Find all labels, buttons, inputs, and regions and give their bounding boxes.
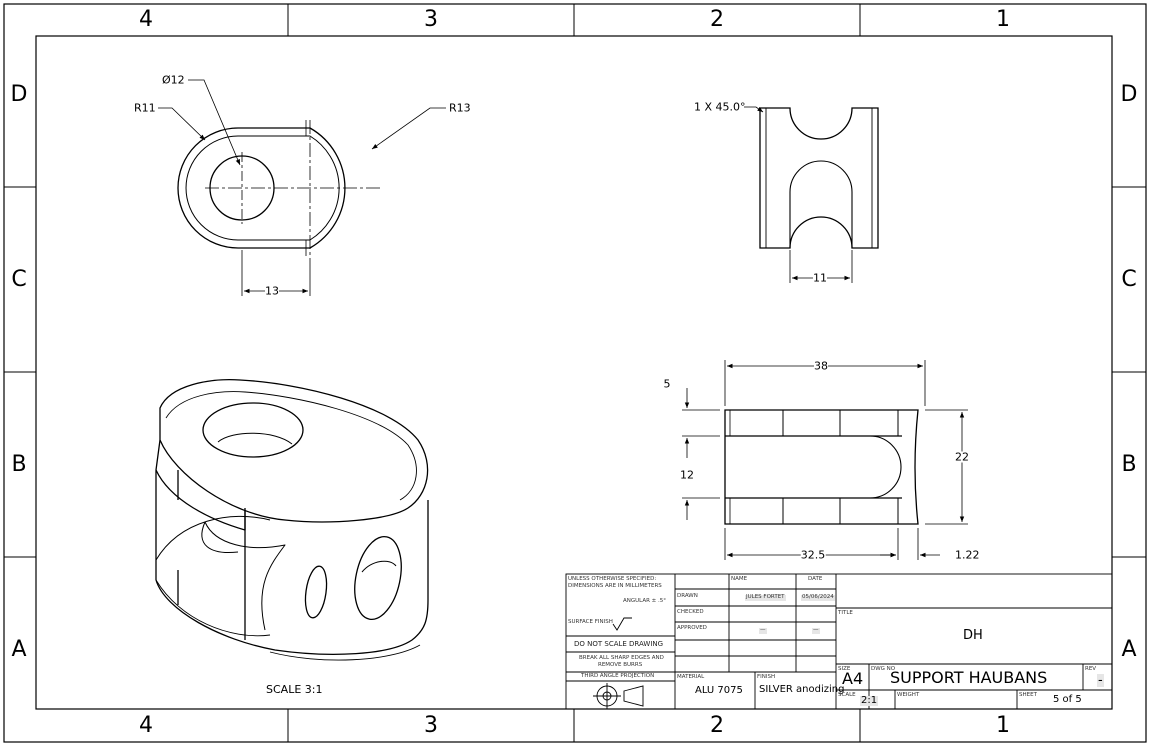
angular-tolerance: ANGULAR ± .5° xyxy=(623,598,667,604)
sheet-label: SHEET xyxy=(1019,692,1037,698)
front-view xyxy=(724,409,919,525)
checked-label: CHECKED xyxy=(677,609,704,615)
isometric-view xyxy=(155,379,429,661)
zone-row-b-left: B xyxy=(11,452,27,477)
sheet-size: A4 xyxy=(842,669,864,688)
dimension-12: 12 xyxy=(680,468,694,482)
dimension-1-22: 1.22 xyxy=(955,548,980,562)
zone-col-2-top: 2 xyxy=(710,7,724,32)
zone-row-a-right: A xyxy=(1121,637,1137,662)
zone-row-b-right: B xyxy=(1121,452,1137,477)
revision-label: REV xyxy=(1085,666,1097,672)
zone-col-2-bottom: 2 xyxy=(710,713,724,738)
scale-label: SCALE xyxy=(838,692,856,698)
material-value: ALU 7075 xyxy=(695,685,743,696)
diameter-12-callout: Ø12 xyxy=(162,73,185,87)
material-label: MATERIAL xyxy=(677,674,705,680)
do-not-scale-note: DO NOT SCALE DRAWING xyxy=(574,640,664,648)
third-angle-label: THIRD ANGLE PROJECTION xyxy=(581,673,655,679)
title-label: TITLE xyxy=(838,610,853,616)
dimension-22: 22 xyxy=(955,450,969,464)
finish-value: SILVER anodizing xyxy=(759,684,845,695)
tolerance-note-line-1: UNLESS OTHERWISE SPECIFIED: xyxy=(568,576,657,582)
approved-label: APPROVED xyxy=(677,625,707,631)
title-block-grid xyxy=(565,573,1113,710)
date-header: DATE xyxy=(808,576,823,582)
zone-col-4-top: 4 xyxy=(139,7,153,32)
radius-13-callout: R13 xyxy=(449,101,471,115)
break-edges-note-2: REMOVE BURRS xyxy=(598,662,643,668)
dimension-32-5: 32.5 xyxy=(800,548,826,562)
surface-finish-label: SURFACE FINISH xyxy=(568,619,613,625)
dimension-5: 5 xyxy=(663,377,671,391)
zone-row-c-right: C xyxy=(1121,267,1137,292)
drawn-date: 05/06/2024 xyxy=(801,594,835,601)
drawn-label: DRAWN xyxy=(677,593,698,599)
zone-col-3-bottom: 3 xyxy=(424,713,438,738)
top-view-dimensions xyxy=(158,79,446,296)
zone-col-1-bottom: 1 xyxy=(996,713,1010,738)
drawn-name: JULES FORTET xyxy=(745,594,786,601)
drawing-title: DH xyxy=(963,628,983,643)
approved-date: — xyxy=(812,627,820,634)
dimension-11: 11 xyxy=(813,271,827,285)
zone-row-c-left: C xyxy=(11,267,27,292)
side-view xyxy=(759,107,879,249)
zone-row-d-right: D xyxy=(1120,82,1138,107)
radius-11-callout: R11 xyxy=(134,101,156,115)
scale-value: 2:1 xyxy=(860,695,879,706)
weight-label: WEIGHT xyxy=(897,692,920,698)
zone-row-d-left: D xyxy=(10,82,28,107)
revision-value: - xyxy=(1097,673,1104,688)
name-header: NAME xyxy=(731,576,748,582)
tolerance-note-line-2: DIMENSIONS ARE IN MILLIMETERS xyxy=(568,583,662,589)
zone-col-3-top: 3 xyxy=(424,7,438,32)
dimension-13: 13 xyxy=(265,284,279,298)
dimension-38: 38 xyxy=(814,359,828,373)
zone-row-a-left: A xyxy=(11,637,27,662)
zone-col-4-bottom: 4 xyxy=(139,713,153,738)
drawing-number: SUPPORT HAUBANS xyxy=(890,668,1048,687)
isometric-scale-label: SCALE 3:1 xyxy=(266,683,323,696)
surface-finish-symbol xyxy=(612,617,632,631)
third-angle-projection-symbol xyxy=(593,683,644,709)
break-edges-note-1: BREAK ALL SHARP EDGES AND xyxy=(579,655,664,661)
zone-col-1-top: 1 xyxy=(996,7,1010,32)
size-label: SIZE xyxy=(838,666,851,672)
top-view xyxy=(177,120,380,256)
sheet-number: 5 of 5 xyxy=(1053,694,1082,705)
finish-label: FINISH xyxy=(757,674,776,680)
chamfer-callout: 1 X 45.0° xyxy=(694,100,746,114)
approved-name: — xyxy=(759,627,767,634)
dwg-no-label: DWG NO xyxy=(871,666,896,672)
